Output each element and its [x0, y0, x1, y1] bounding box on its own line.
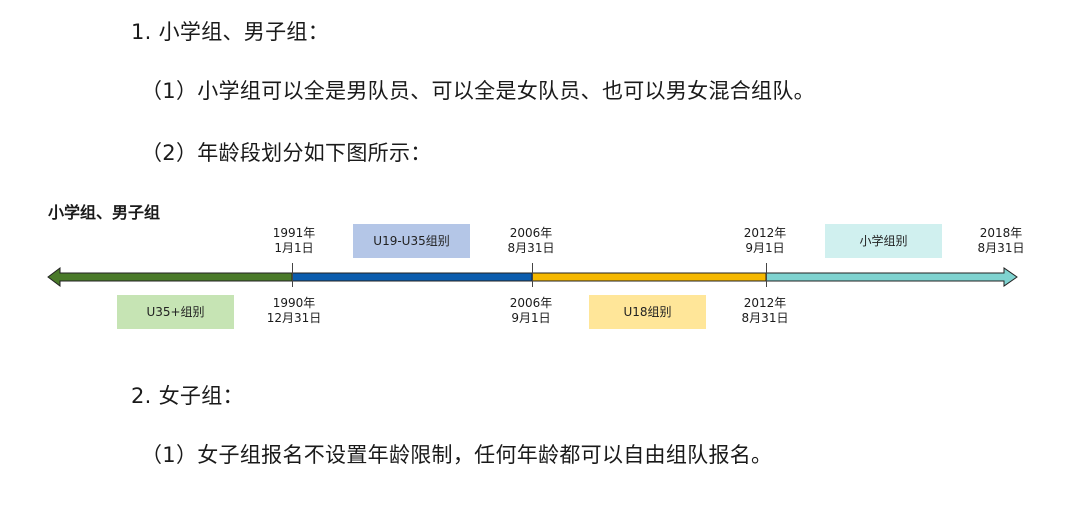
- date-1990-12-31: 1990年 12月31日: [266, 296, 322, 325]
- date-2006-08-31: 2006年 8月31日: [507, 226, 555, 255]
- date-2006-09-01: 2006年 9月1日: [509, 296, 553, 325]
- segment-u35-plus: [47, 267, 293, 287]
- section-1-item-2: （2）年龄段划分如下图所示：: [141, 141, 432, 165]
- date-2012-08-31: 2012年 8月31日: [741, 296, 789, 325]
- group-u35-plus: U35+组别: [117, 295, 234, 329]
- date-2012-09-01: 2012年 9月1日: [743, 226, 787, 255]
- segment-u19-u35: [291, 272, 533, 282]
- date-2018-08-31: 2018年 8月31日: [977, 226, 1025, 255]
- group-primary-school: 小学组别: [825, 224, 942, 258]
- segment-primary-school: [765, 267, 1018, 287]
- section-2-heading: 2. 女子组：: [131, 384, 244, 408]
- age-group-timeline: 小学组、男子组 1991年 1月1日 2006年 8月31日 2012年 9月1…: [0, 190, 1080, 340]
- segment-u18: [531, 272, 767, 282]
- section-1-heading: 1. 小学组、男子组：: [131, 20, 330, 44]
- group-u18: U18组别: [589, 295, 706, 329]
- section-2-item-1: （1）女子组报名不设置年龄限制，任何年龄都可以自由组队报名。: [141, 443, 773, 467]
- timeline-bar: [47, 267, 1018, 287]
- timeline-title: 小学组、男子组: [48, 203, 161, 222]
- section-1-item-1: （1）小学组可以全是男队员、可以全是女队员、也可以男女混合组队。: [141, 79, 815, 103]
- tick-1991: [292, 263, 293, 287]
- tick-2012: [766, 263, 767, 287]
- tick-2006: [532, 263, 533, 287]
- group-u19-u35: U19-U35组别: [353, 224, 470, 258]
- date-1991-01-01: 1991年 1月1日: [272, 226, 316, 255]
